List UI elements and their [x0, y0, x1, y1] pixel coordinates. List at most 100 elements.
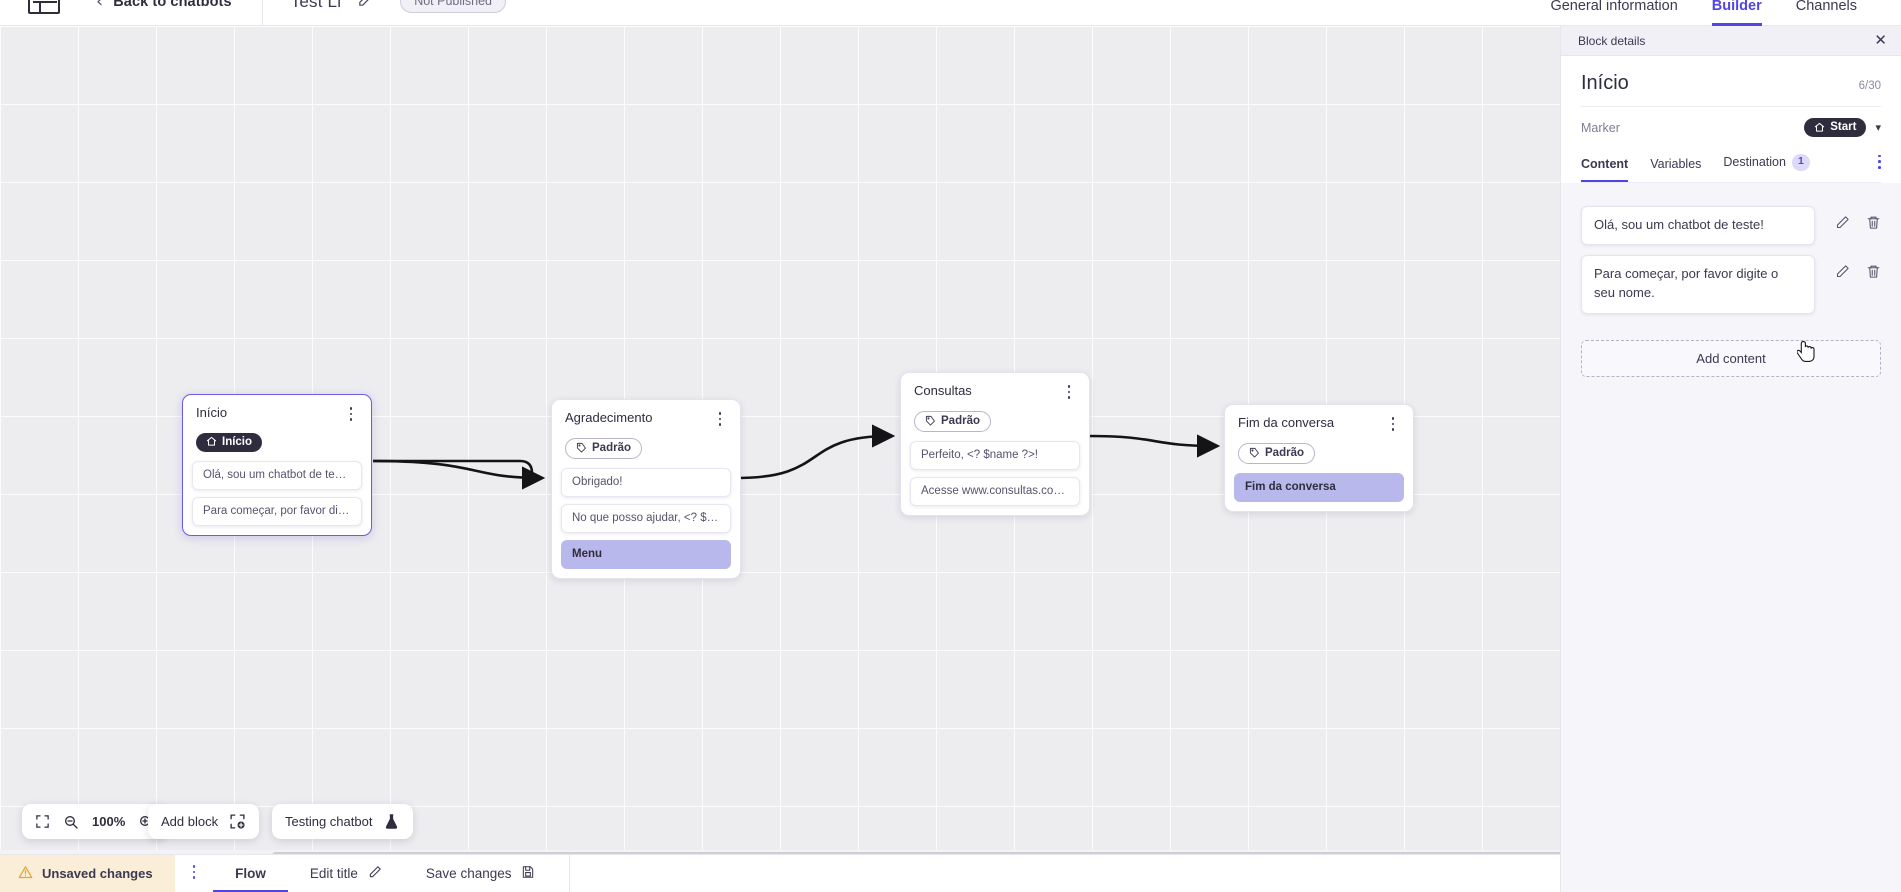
node-title: Agradecimento [565, 410, 653, 425]
tab-variables[interactable]: Variables [1650, 157, 1701, 182]
node-title: Consultas [914, 383, 972, 398]
flow-node-agradecimento[interactable]: Agradecimento Padrão Obrigado! No que po… [551, 399, 741, 579]
bottom-bar-filler [569, 855, 1560, 892]
content-row: Olá, sou um chatbot de teste! [1581, 205, 1881, 246]
node-chip-default: Padrão [1238, 442, 1315, 464]
block-title: Início [1581, 72, 1629, 94]
unsaved-changes-indicator: Unsaved changes [0, 855, 175, 892]
zoom-out-icon[interactable] [63, 814, 79, 830]
zoom-level-value: 100% [92, 814, 126, 829]
tab-content-label: Content [1581, 156, 1629, 171]
panel-body: Início 6/30 Marker Start ▾ Conte [1561, 56, 1901, 183]
marker-value: Start [1830, 121, 1857, 133]
node-message-menu[interactable]: Menu [561, 539, 731, 569]
fit-view-icon[interactable] [35, 814, 50, 829]
add-block-button[interactable]: Add block [148, 804, 260, 839]
flow-node-fim-da-conversa[interactable]: Fim da conversa Padrão Fim da conversa [1224, 404, 1414, 512]
add-block-label: Add block [161, 814, 219, 829]
warning-icon [18, 865, 33, 883]
flow-node-consultas[interactable]: Consultas Padrão Perfeito, <? $name ?>! … [900, 372, 1090, 516]
app-logo-icon[interactable] [28, 0, 60, 14]
status-badge: Not Published [400, 0, 507, 13]
content-text[interactable]: Para começar, por favor digite o seu nom… [1581, 255, 1815, 315]
content-list: Olá, sou um chatbot de teste! [1561, 183, 1901, 315]
zoom-toolbar: 100% [22, 804, 168, 839]
chevron-down-icon[interactable]: ▾ [1875, 121, 1881, 134]
content-row: Para começar, por favor digite o seu nom… [1581, 255, 1881, 315]
tab-content[interactable]: Content [1581, 156, 1629, 182]
bottom-tab-flow-label: Flow [235, 866, 266, 881]
edit-pencil-icon[interactable] [1835, 264, 1850, 279]
tab-general-information[interactable]: General information [1550, 0, 1678, 14]
node-message[interactable]: Acesse www.consultas.com par… [910, 476, 1080, 506]
node-chip-label: Padrão [592, 441, 631, 454]
node-messages: Obrigado! No que posso ajudar, <? $name … [552, 467, 740, 569]
header-divider [261, 0, 263, 25]
node-messages: Olá, sou um chatbot de teste! Para começ… [183, 461, 371, 526]
node-menu-icon[interactable] [344, 405, 358, 424]
flask-icon [383, 813, 400, 830]
header-tabs: General information Builder Channels [1550, 0, 1901, 26]
marker-chip-start: Start [1804, 118, 1867, 137]
node-chip-label: Padrão [941, 414, 980, 427]
node-title: Fim da conversa [1238, 415, 1335, 430]
chevron-left-icon[interactable]: ‹ [96, 0, 104, 12]
node-header: Início [183, 405, 371, 424]
delete-trash-icon[interactable] [1866, 215, 1881, 230]
mouse-cursor [1796, 340, 1817, 371]
node-message[interactable]: No que posso ajudar, <? $name … [561, 503, 731, 533]
node-message[interactable]: Olá, sou um chatbot de teste! [192, 461, 362, 490]
node-chip-label: Início [222, 435, 253, 448]
bottom-bar: Unsaved changes Flow Edit title Save cha… [0, 854, 1560, 892]
save-changes-button[interactable]: Save changes [404, 855, 558, 892]
node-message[interactable]: Perfeito, <? $name ?>! [910, 440, 1080, 470]
node-menu-icon[interactable] [713, 410, 727, 429]
testing-chatbot-button[interactable]: Testing chatbot [272, 804, 414, 839]
node-chip-default: Padrão [914, 410, 991, 432]
edit-title-pencil-icon[interactable] [357, 0, 374, 13]
bottom-menu-icon[interactable] [175, 855, 214, 892]
node-message-menu[interactable]: Fim da conversa [1234, 472, 1404, 502]
edit-pencil-icon[interactable] [1835, 215, 1850, 230]
close-icon[interactable]: ✕ [1874, 31, 1887, 49]
tab-variables-label: Variables [1650, 156, 1702, 171]
panel-tabs: Content Variables Destination 1 [1581, 142, 1881, 183]
content-text[interactable]: Olá, sou um chatbot de teste! [1581, 205, 1815, 246]
delete-trash-icon[interactable] [1866, 264, 1881, 279]
flow-node-inicio[interactable]: Início Início Olá, sou um chatbot de tes… [182, 394, 372, 536]
edit-title-button[interactable]: Edit title [288, 855, 404, 892]
node-chip-start: Início [196, 432, 263, 452]
tab-destination-label: Destination [1723, 155, 1786, 170]
flow-canvas[interactable]: Início Início Olá, sou um chatbot de tes… [0, 26, 1560, 861]
content-row-actions [1815, 255, 1881, 279]
node-message[interactable]: Obrigado! [561, 467, 731, 497]
back-to-chatbots-link[interactable]: Back to chatbots [113, 0, 232, 10]
node-messages: Perfeito, <? $name ?>! Acesse www.consul… [901, 440, 1089, 506]
marker-label: Marker [1581, 120, 1620, 135]
add-content-button[interactable]: Add content [1581, 340, 1881, 378]
marker-select[interactable]: Start ▾ [1804, 118, 1881, 137]
panel-header-title: Block details [1578, 33, 1646, 48]
tab-channels[interactable]: Channels [1795, 0, 1857, 14]
node-message[interactable]: Para começar, por favor digite o … [192, 497, 362, 526]
panel-title-row: Início 6/30 [1581, 56, 1881, 107]
node-header: Fim da conversa [1225, 415, 1413, 434]
chatbot-title: Test Li [290, 0, 342, 11]
node-header: Agradecimento [552, 410, 740, 429]
tab-builder[interactable]: Builder [1711, 0, 1762, 26]
edit-title-label: Edit title [309, 866, 358, 881]
node-menu-icon[interactable] [1062, 383, 1076, 402]
panel-header: Block details ✕ [1561, 26, 1901, 56]
character-count: 6/30 [1858, 80, 1881, 92]
bottom-tab-flow[interactable]: Flow [213, 855, 288, 892]
tab-destination[interactable]: Destination 1 [1723, 154, 1810, 182]
block-details-panel: Block details ✕ Início 6/30 Marker Start… [1560, 26, 1901, 892]
node-messages: Fim da conversa [1225, 472, 1413, 502]
edit-title-pencil-icon [368, 865, 382, 882]
save-changes-label: Save changes [425, 866, 512, 881]
node-header: Consultas [901, 383, 1089, 402]
panel-tabs-menu-icon[interactable] [1878, 154, 1881, 182]
node-title: Início [196, 405, 228, 420]
node-menu-icon[interactable] [1386, 415, 1400, 434]
